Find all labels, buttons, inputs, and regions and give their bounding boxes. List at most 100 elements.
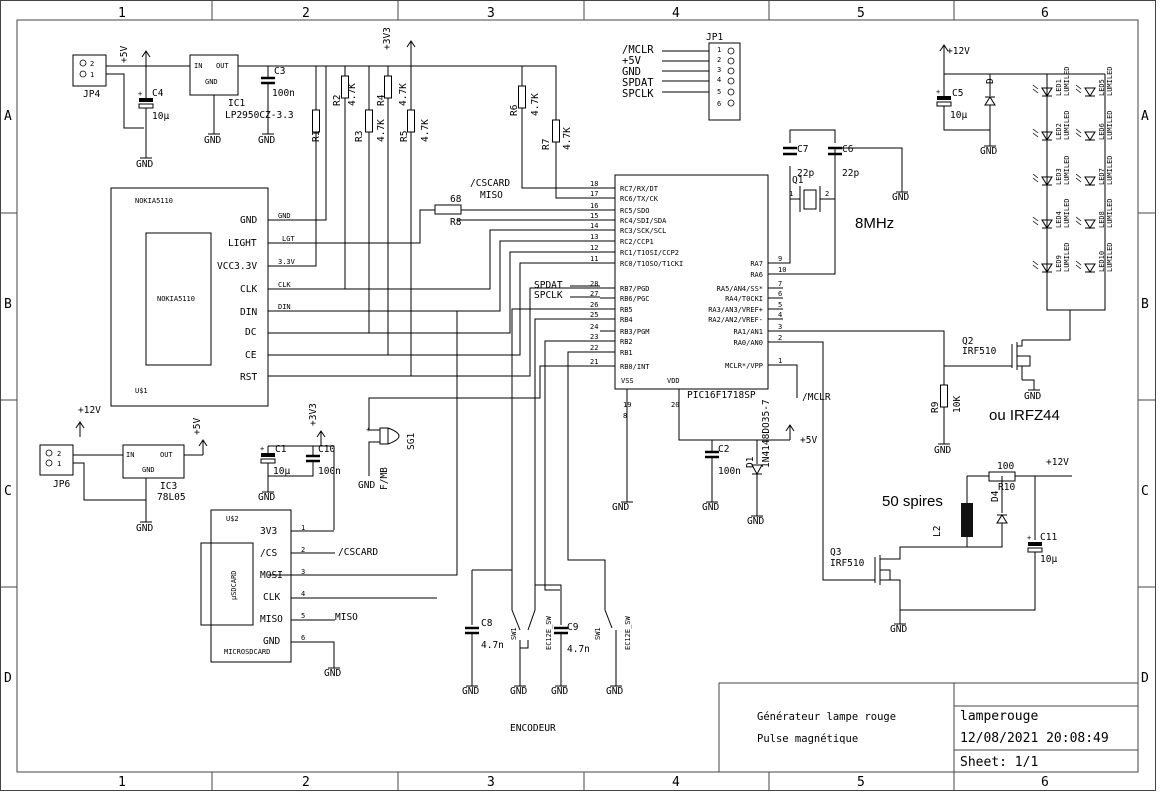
led-ref: LED2 [1055,123,1063,140]
led-ref: LED3 [1055,168,1063,185]
svg-text:8: 8 [623,412,627,420]
r9-resistor [940,384,948,408]
pic-pin-name: RA3/AN3/VREF+ [708,306,763,314]
led-type: LUMILED [1063,110,1071,140]
pic-pin-name: RC2/CCP1 [620,238,654,246]
svg-text:4.7K: 4.7K [398,83,409,106]
net-spdat-pic: SPDAT [534,280,563,291]
pic-pin-name: RB5 [620,306,633,314]
sd-pin-clk: CLK [263,592,280,603]
svg-text:C1: C1 [275,444,287,455]
led-type: LUMILED [1106,155,1114,185]
pic-left-pins: 18RC7/RX/DT17RC6/TX/CK16RC5/SDO15RC4/SDI… [590,180,683,371]
jp1-header: JP1 1 2 3 4 5 6 [706,32,741,121]
svg-text:R9: R9 [930,401,941,413]
q3-mosfet: Q3 IRF510 [830,547,901,610]
jp1-pin-gnd: GND [622,66,641,78]
title-filename: lamperouge [960,709,1038,724]
pic-pin-num: 21 [590,358,598,366]
svg-text:+: + [138,90,142,98]
outer-frame [0,0,1156,791]
c10-cap [304,454,322,463]
led-type: LUMILED [1106,198,1114,228]
svg-text:4.7n: 4.7n [481,640,504,651]
net-lcd-din: DIN [278,303,291,311]
svg-text:VSS: VSS [621,377,634,385]
lcd-pin-ce: CE [245,350,257,361]
svg-text:MICROSDCARD: MICROSDCARD [224,648,270,656]
p5v-label-pic: +5V [800,435,817,446]
pic-pin-num: 25 [590,311,598,319]
p12v-label-coil: +12V [1046,457,1069,468]
svg-text:JP6: JP6 [53,479,70,490]
svg-text:100: 100 [997,461,1014,472]
svg-text:JP1: JP1 [706,32,723,43]
pic-pin-num: 23 [590,333,598,341]
pic-pin-num: 9 [778,255,782,263]
svg-text:4.7K: 4.7K [347,83,358,106]
jp1-pin-5v: +5V [622,55,642,67]
led-type: LUMILED [1106,110,1114,140]
q2-mosfet: Q2 IRF510 [962,336,1031,380]
svg-text:R4: R4 [376,94,387,106]
pic-pin-name: RB7/PGD [620,285,650,293]
svg-text:1: 1 [789,190,793,198]
pic-pin-name: RA1/AN1 [733,328,763,336]
svg-text:IRF510: IRF510 [830,558,865,569]
sd-pin-mosi: MOSI [260,570,283,581]
gnd-q3: GND [890,624,907,635]
svg-text:10µ: 10µ [273,466,290,477]
row-label-right-c: C [1141,484,1149,499]
col-label-bottom-6: 6 [1041,775,1049,790]
svg-text:GND: GND [205,78,218,86]
col-label-top-4: 4 [672,6,680,21]
svg-text:22p: 22p [842,168,859,179]
pic-pin-name: RA7 [750,260,763,268]
gnd-sw1: GND [510,686,527,697]
pic-pin-name: RB6/PGC [620,295,650,303]
svg-text:Q3: Q3 [830,547,841,558]
pic-pin-name: RB4 [620,316,633,324]
svg-text:C4: C4 [152,88,164,99]
net-cscard-sd: /CSCARD [338,547,378,558]
led-ref: LED6 [1098,123,1106,140]
c3-cap [259,76,277,85]
svg-text:C2: C2 [718,444,729,455]
svg-text:IN: IN [126,451,134,459]
encoder-label: ENCODEUR [510,723,556,734]
pic-pin-num: 10 [778,266,786,274]
svg-text:OUT: OUT [216,62,229,70]
svg-text:SG1: SG1 [406,433,417,450]
p12v-label-jp6: +12V [78,405,101,416]
svg-text:Q2: Q2 [962,336,973,347]
svg-text:2: 2 [90,60,94,68]
svg-text:VDD: VDD [667,377,680,385]
p5v-label-ic3: +5V [192,418,203,435]
col-label-bottom-3: 3 [487,775,495,790]
p5v-label-jp4: +5V [119,46,130,63]
svg-text:100n: 100n [318,466,341,477]
pic-pin-num: 3 [778,323,782,331]
led-type: LUMILED [1063,198,1071,228]
svg-text:OUT: OUT [160,451,173,459]
col-label-top-2: 2 [302,6,310,21]
svg-text:LP2950CZ-3.3: LP2950CZ-3.3 [225,110,294,121]
gnd-c9: GND [551,686,568,697]
jp1-pin-mclr: /MCLR [622,44,654,56]
svg-text:C9: C9 [567,622,579,633]
pic-pin-name: RA0/AN0 [733,339,763,347]
led-type: LUMILED [1106,66,1114,96]
pic-pin-name: RB1 [620,349,633,357]
pic-pin-name: RC5/SDO [620,207,650,215]
title-datetime: 12/08/2021 20:08:49 [960,731,1109,746]
pic-pin-num: 26 [590,301,598,309]
net-mclr-pic: /MCLR [802,392,831,403]
col-label-top-3: 3 [487,6,495,21]
svg-text:+: + [936,88,940,96]
l2-coil [961,503,973,537]
